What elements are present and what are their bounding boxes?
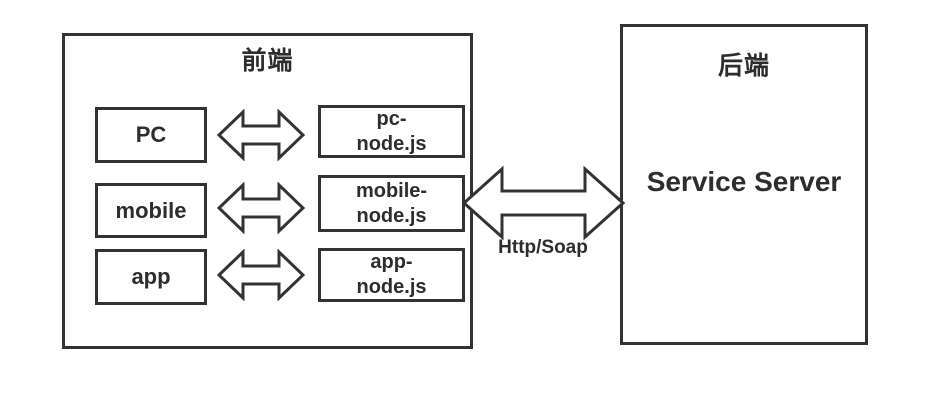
- backend-title: 后端: [717, 52, 770, 80]
- node-box-pc: pc- node.js: [318, 105, 465, 158]
- client-box-pc: PC: [95, 107, 207, 163]
- double-arrow-icon: [217, 182, 305, 234]
- client-box-app: app: [95, 249, 207, 305]
- double-arrow-icon: [217, 109, 305, 161]
- double-arrow-icon: [217, 249, 305, 301]
- node-box-app: app- node.js: [318, 248, 465, 302]
- frontend-title: 前端: [241, 47, 294, 75]
- client-label-app: app: [131, 264, 171, 289]
- big-double-arrow-icon: [462, 165, 625, 241]
- node-label-app: app- node.js: [356, 251, 427, 298]
- client-label-pc: PC: [135, 122, 167, 147]
- backend-group-box: [620, 24, 868, 345]
- service-server-label: Service Server: [646, 166, 842, 197]
- node-label-mobile: mobile- node.js: [355, 179, 428, 227]
- node-label-pc: pc- node.js: [356, 107, 427, 155]
- client-box-mobile: mobile: [95, 183, 207, 238]
- frontend-group-box: [62, 33, 473, 349]
- protocol-label: Http/Soap: [498, 237, 588, 258]
- client-label-mobile: mobile: [115, 197, 187, 223]
- node-box-mobile: mobile- node.js: [318, 175, 465, 232]
